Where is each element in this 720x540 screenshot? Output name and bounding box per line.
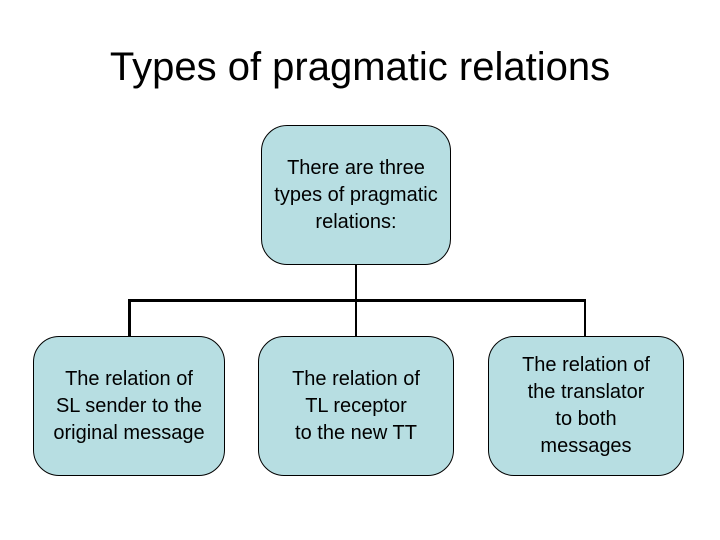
connector-horizontal — [128, 299, 586, 302]
diagram-box-tl-receptor-text: The relation of TL receptor to the new T… — [292, 367, 420, 444]
diagram-box-sl-sender: The relation of SL sender to the origina… — [33, 336, 225, 476]
diagram-box-tl-receptor: The relation of TL receptor to the new T… — [258, 336, 454, 476]
connector-vertical-left — [128, 299, 131, 337]
diagram-box-sl-sender-text: The relation of SL sender to the origina… — [53, 367, 205, 444]
slide-title: Types of pragmatic relations — [109, 45, 611, 89]
diagram-box-translator: The relation of the translator to both m… — [488, 336, 684, 476]
diagram-box-top: There are three types of pragmatic relat… — [261, 125, 451, 265]
diagram-box-top-text: There are three types of pragmatic relat… — [274, 156, 438, 233]
connector-vertical-right — [583, 299, 586, 337]
diagram-box-translator-text: The relation of the translator to both m… — [522, 354, 650, 457]
